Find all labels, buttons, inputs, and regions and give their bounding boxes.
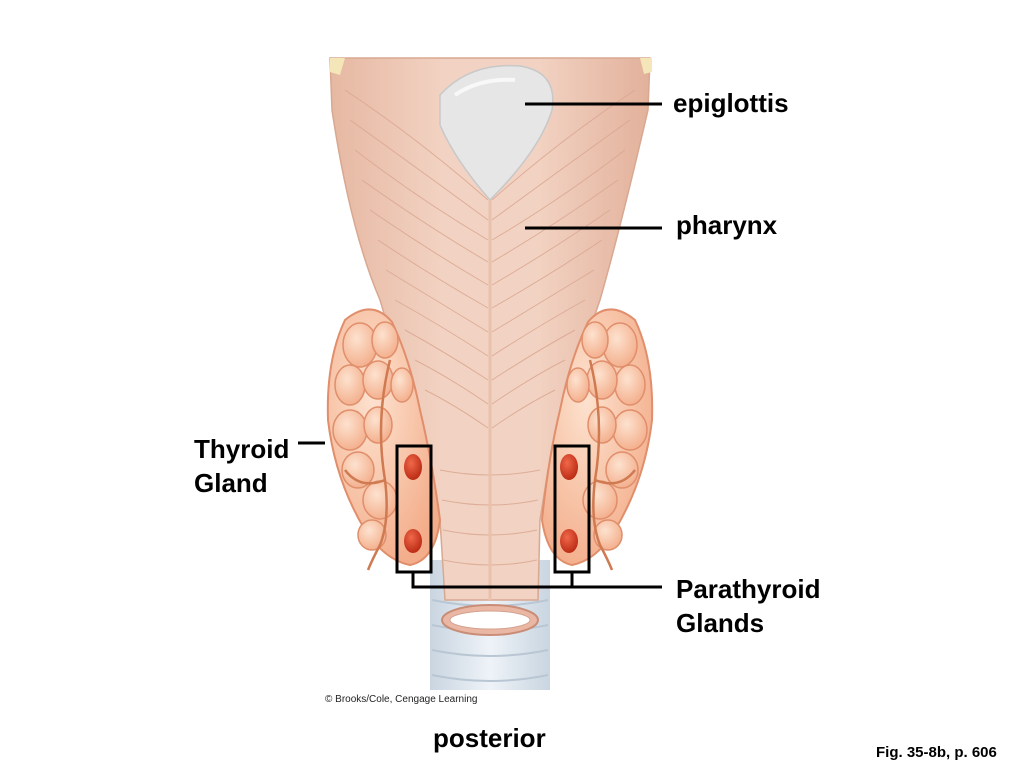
- trachea-cut-end: [441, 604, 539, 636]
- thyroid-label-line2: Gland: [194, 468, 268, 498]
- parathyroid-label-line1: Parathyroid: [676, 574, 821, 604]
- parathyroid-left-upper: [404, 454, 422, 480]
- figure-reference: Fig. 35-8b, p. 606: [876, 744, 997, 761]
- view-caption: posterior: [433, 723, 546, 753]
- pharynx-body: [329, 57, 652, 601]
- epiglottis-label: epiglottis: [673, 88, 789, 118]
- parathyroid-right-upper: [560, 454, 578, 480]
- left-thyroid-lobe: [326, 308, 442, 571]
- parathyroid-label-line2: Glands: [676, 608, 765, 638]
- parathyroid-left-lower: [404, 529, 422, 553]
- copyright-credit: © Brooks/Cole, Cengage Learning: [325, 694, 478, 705]
- pharynx-label: pharynx: [676, 210, 778, 240]
- parathyroid-right-lower: [560, 529, 578, 553]
- epiglottis-shape: [439, 64, 554, 202]
- thyroid-gland-label: Thyroid Gland: [194, 432, 289, 500]
- parathyroid-glands: [404, 454, 578, 553]
- parathyroid-leader: [411, 572, 662, 589]
- leader-lines: [298, 102, 662, 589]
- right-thyroid-lobe: [540, 308, 654, 571]
- parathyroid-glands-label: Parathyroid Glands: [676, 572, 821, 640]
- thyroid-label-line1: Thyroid: [194, 434, 290, 464]
